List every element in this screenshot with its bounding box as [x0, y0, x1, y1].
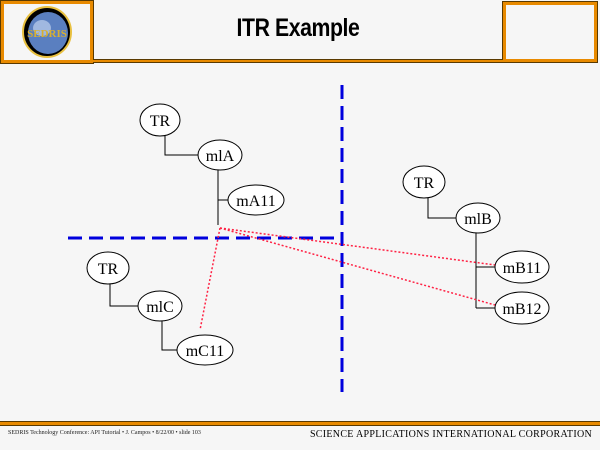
node-mlc: [137, 290, 183, 322]
node-tr-right: [402, 165, 446, 199]
node-tr-left-top: [139, 103, 181, 137]
node-mla: [197, 139, 243, 171]
node-mb11: [494, 250, 550, 284]
page-title: ITR Example: [236, 14, 360, 42]
connector-tr-mla: [164, 136, 198, 156]
label-tr-left-top: TR: [150, 113, 171, 130]
link-ma11-mc11: [199, 227, 221, 331]
node-mlb: [455, 202, 501, 234]
label-mb11: mB11: [503, 260, 542, 277]
svg-text:SEDRIS: SEDRIS: [27, 28, 67, 40]
node-mc11: [176, 334, 234, 366]
connector-mlc-mc11: [161, 321, 178, 351]
logo-box: SEDRIS: [0, 0, 94, 64]
node-ma11: [227, 184, 285, 216]
label-mla: mlA: [206, 148, 235, 165]
label-mlc: mlC: [146, 299, 174, 316]
itr-diagram: TR mlA mA11 TR mlB mB11 mB12 TR mlC mC11: [68, 85, 550, 392]
label-tr-left-bottom: TR: [98, 261, 119, 278]
link-ma11-mb12: [219, 227, 496, 306]
label-mb12: mB12: [502, 301, 541, 318]
node-mb12: [494, 291, 550, 325]
link-ma11-mb11: [219, 227, 496, 266]
divider-lines: [68, 85, 344, 392]
label-mlb: mlB: [464, 211, 492, 228]
connector-mlb-leaves: [475, 233, 495, 309]
node-tr-left-bottom: [86, 251, 130, 285]
right-header-box: [502, 1, 598, 63]
itr-links: [199, 227, 496, 331]
footer-divider: [0, 421, 600, 426]
connector-tr-mlc: [109, 283, 138, 307]
connector-mla-ma11: [217, 170, 228, 225]
title-underline: [93, 59, 503, 63]
label-tr-right: TR: [414, 175, 435, 192]
label-ma11: mA11: [236, 193, 275, 210]
footer-company: SCIENCE APPLICATIONS INTERNATIONAL CORPO…: [309, 429, 592, 440]
connector-tr-mlb: [427, 197, 456, 219]
sedris-logo: SEDRIS: [22, 6, 72, 58]
footer-credit: SEDRIS Technology Conference: API Tutori…: [8, 430, 201, 436]
label-mc11: mC11: [186, 343, 225, 360]
